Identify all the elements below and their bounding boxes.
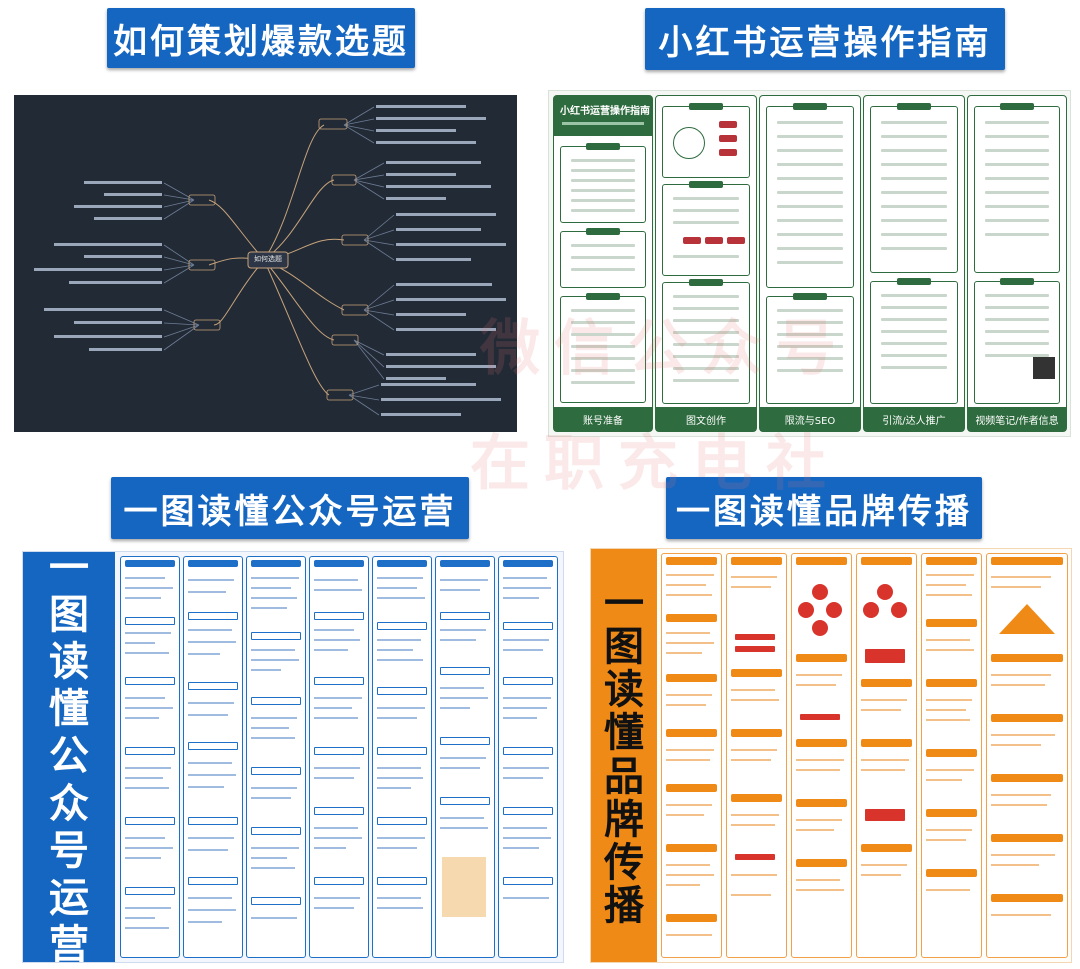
guide-title: 小红书运营操作指南: [560, 106, 650, 117]
oa-column-4: [309, 556, 369, 958]
banner-brand-communication: 一图读懂品牌传播: [666, 477, 982, 539]
oa-column-3: [246, 556, 306, 958]
banner-official-account: 一图读懂公众号运营: [111, 477, 469, 539]
mindmap-topic-planning: 如何选题: [14, 95, 517, 432]
oa-column-7: [498, 556, 558, 958]
oa-column-1: [120, 556, 180, 958]
banner-topic-planning: 如何策划爆款选题: [107, 8, 415, 68]
guide-column-account: 小红书运营操作指南 账号准备: [553, 95, 653, 432]
mindmap-branches: [34, 105, 506, 416]
brand-column-5: [921, 553, 982, 958]
guide-title-block: 小红书运营操作指南: [554, 96, 652, 136]
oa-column-6: [435, 556, 495, 958]
brand-side-title: 一图 读懂 品牌 传播: [591, 549, 657, 962]
footer-video: 视频笔记/作者信息: [968, 407, 1066, 431]
official-account-sheet: 一图 读懂 公众 号运 营: [22, 551, 564, 963]
brand-column-2: [726, 553, 787, 958]
brand-communication-sheet: 一图 读懂 品牌 传播: [590, 548, 1072, 963]
footer-seo: 限流与SEO: [760, 407, 860, 431]
brand-column-4: [856, 553, 917, 958]
oa-column-5: [372, 556, 432, 958]
guide-column-content: 图文创作: [655, 95, 757, 432]
brand-column-6: [986, 553, 1068, 958]
mindmap-center-node: 如何选题: [254, 255, 282, 263]
footer-promotion: 引流/达人推广: [864, 407, 964, 431]
guide-column-promotion: 引流/达人推广: [863, 95, 965, 432]
banner-xiaohongshu-guide: 小红书运营操作指南: [645, 8, 1005, 70]
oa-column-2: [183, 556, 243, 958]
footer-account: 账号准备: [554, 407, 652, 431]
guide-column-video: 视频笔记/作者信息: [967, 95, 1067, 432]
footer-content: 图文创作: [656, 407, 756, 431]
brand-column-1: [661, 553, 722, 958]
official-account-side-title: 一图 读懂 公众 号运 营: [23, 552, 115, 962]
brand-column-3: [791, 553, 852, 958]
xiaohongshu-guide-sheet: 小红书运营操作指南 账号准备 图文创作: [548, 90, 1071, 437]
guide-column-seo: 限流与SEO: [759, 95, 861, 432]
